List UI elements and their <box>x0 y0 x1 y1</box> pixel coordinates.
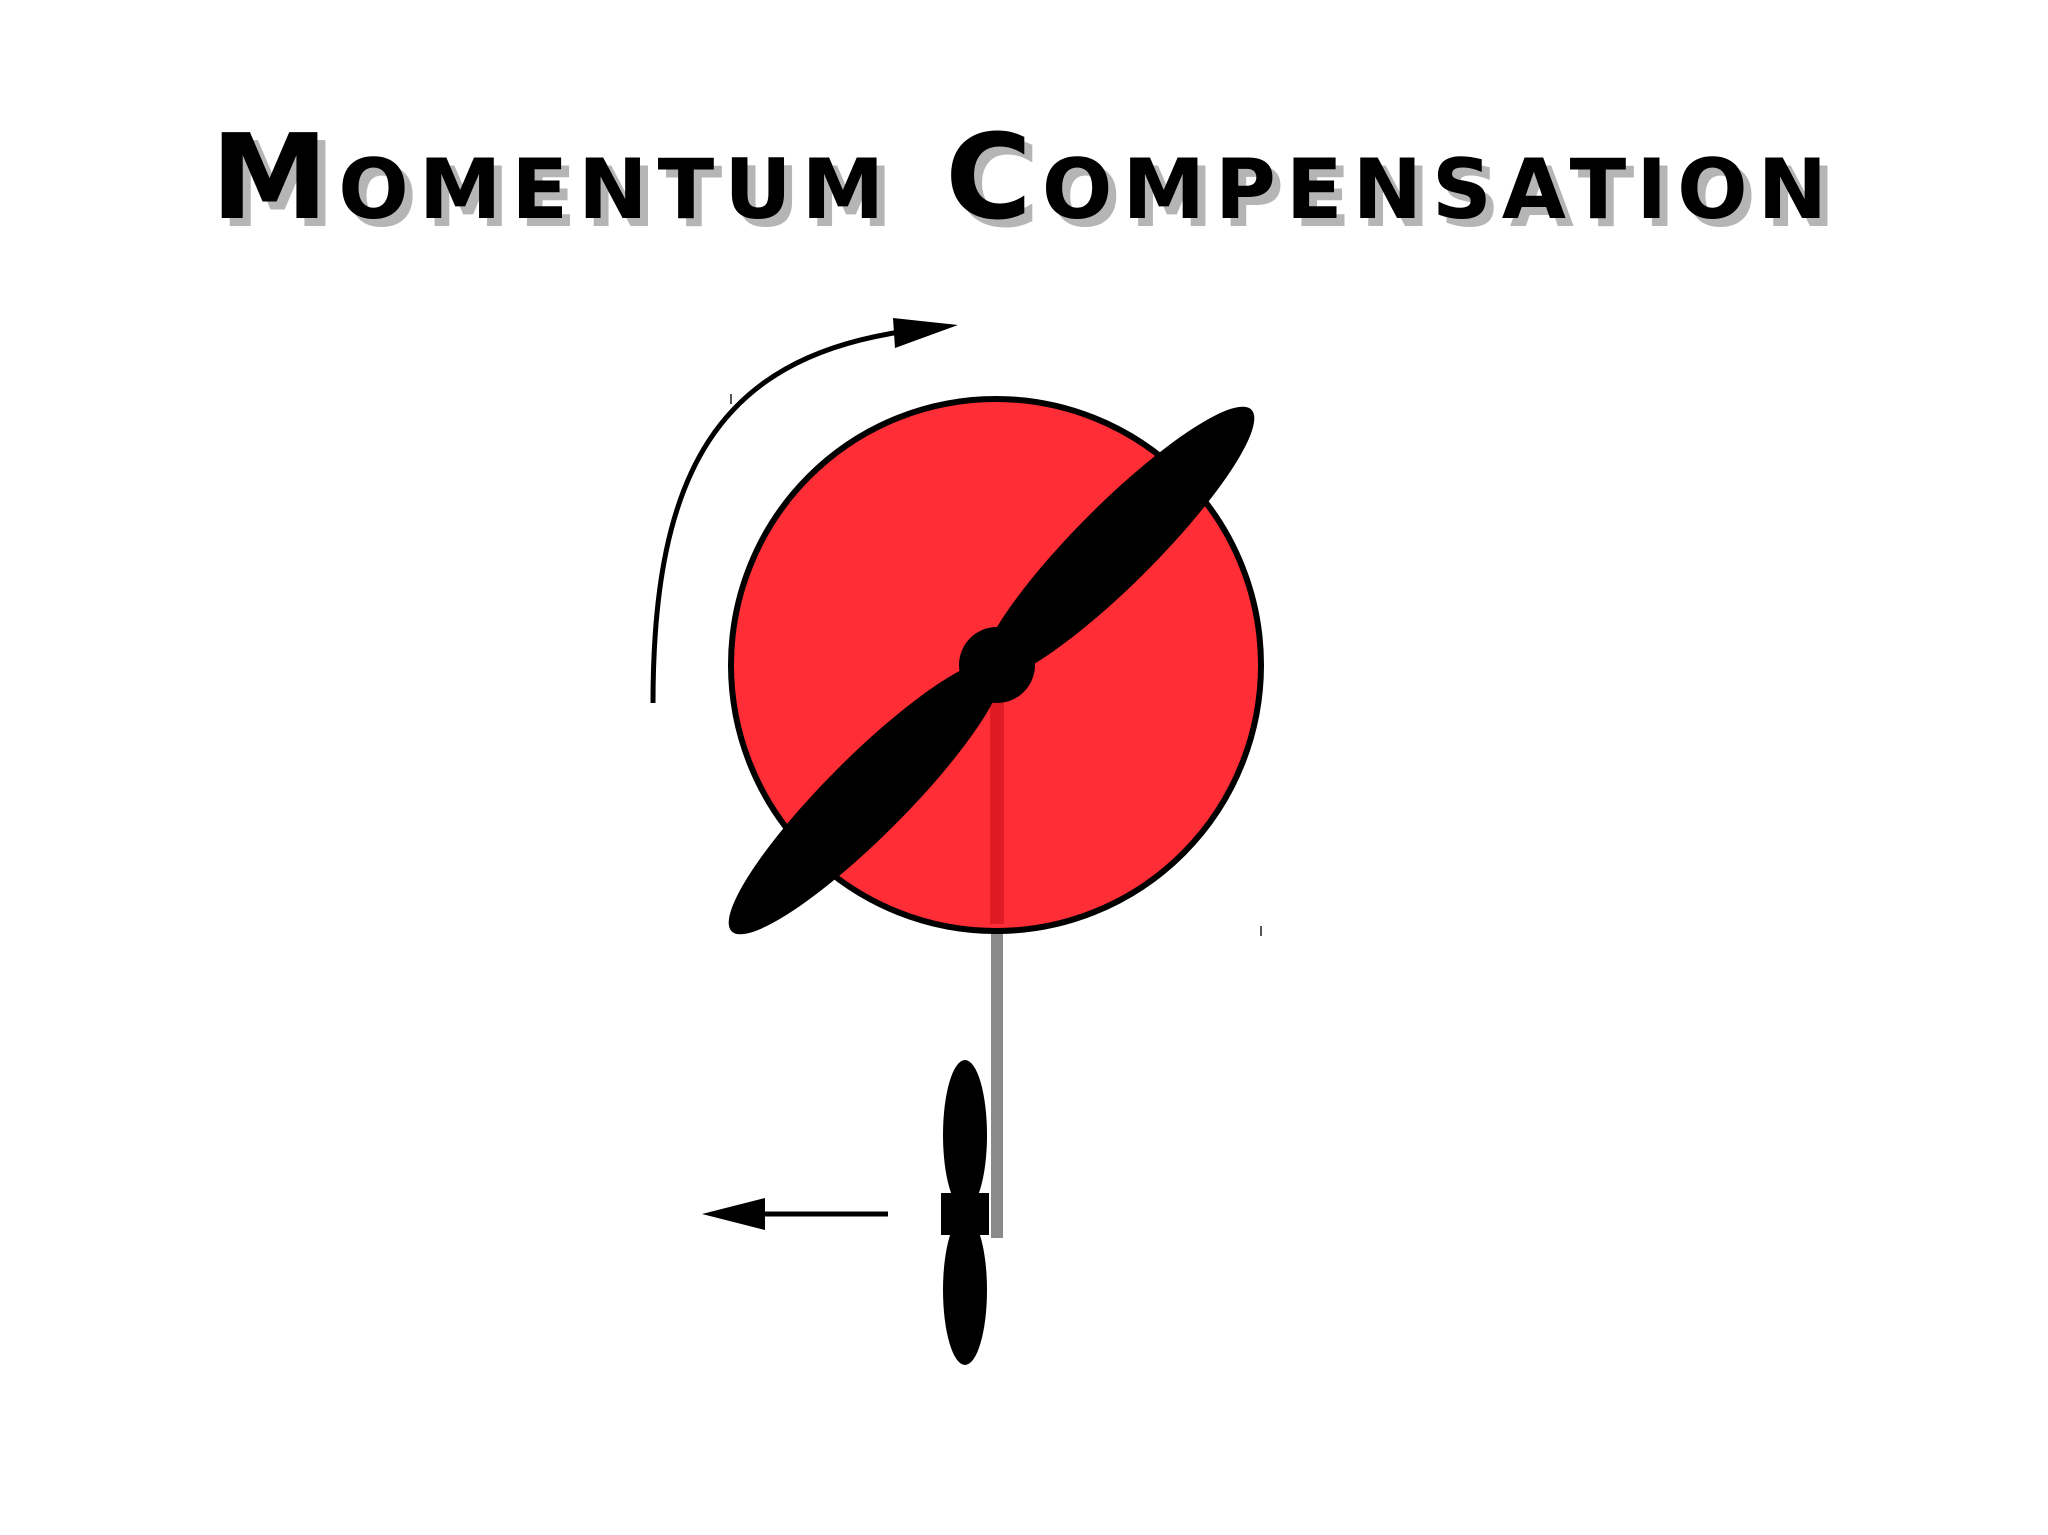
lower-blade <box>728 659 1004 935</box>
rotor-shaft <box>990 700 1004 924</box>
curved-rotation-arrow <box>650 318 958 704</box>
rotor-hub <box>959 627 1035 703</box>
tail-rotor <box>941 1060 989 1365</box>
upper-blade <box>979 406 1255 682</box>
tail-blade-lower <box>943 1215 987 1365</box>
page-title: Momentum Compensation <box>210 108 1838 246</box>
tail-blade-upper <box>943 1060 987 1210</box>
left-thrust-arrow <box>702 1198 888 1230</box>
tail-rotor-hub <box>941 1193 989 1235</box>
propeller-blades <box>728 406 1255 935</box>
